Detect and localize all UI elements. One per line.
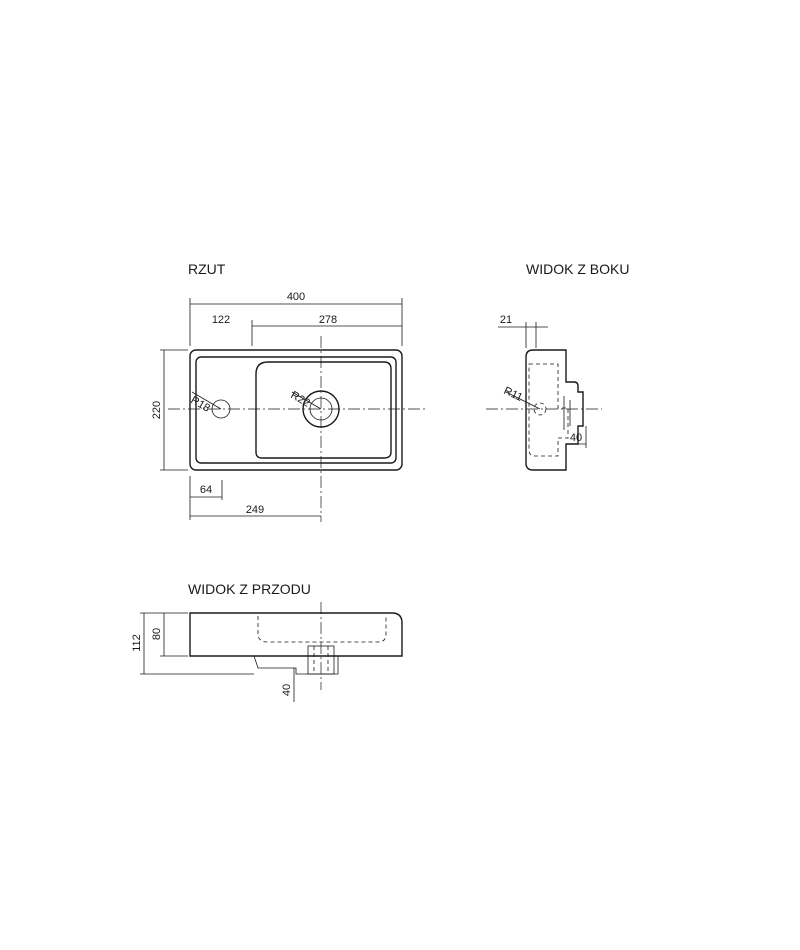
dim-112-label: 112 xyxy=(131,634,143,652)
dim-122-label: 122 xyxy=(212,314,230,326)
r22-label: R22 xyxy=(289,389,312,409)
dim-249-label: 249 xyxy=(246,504,264,516)
r11-label: R11 xyxy=(502,385,525,404)
dim-220-label: 220 xyxy=(151,401,163,419)
plan-outer-outline xyxy=(189,349,403,471)
front-bowl-bottom xyxy=(253,655,339,675)
front-hidden-basin xyxy=(257,616,387,643)
r18-label: R18 xyxy=(189,394,212,414)
plan-basin-outline xyxy=(255,361,392,459)
front-outer-outline xyxy=(189,612,403,657)
dim-side-40-label: 40 xyxy=(570,432,582,444)
r11-leader xyxy=(505,391,541,410)
side-hidden-basin xyxy=(528,363,569,457)
dim-front-40-label: 40 xyxy=(281,684,293,696)
r18-leader xyxy=(191,391,222,410)
side-outer-outline xyxy=(525,349,584,471)
plan-view: RZUT R18 R22 400 122 278 220 xyxy=(151,261,428,522)
dim-80-label: 80 xyxy=(151,628,163,640)
r22-leader xyxy=(291,391,322,410)
front-view-title: WIDOK Z PRZODU xyxy=(188,581,311,597)
dim-400-label: 400 xyxy=(287,291,305,303)
dim-64-label: 64 xyxy=(200,484,212,496)
side-view-title: WIDOK Z BOKU xyxy=(526,261,629,277)
front-view: WIDOK Z PRZODU 112 80 40 xyxy=(131,581,403,702)
dim-278-label: 278 xyxy=(319,314,337,326)
plan-inner-rim xyxy=(195,356,397,464)
plan-view-title: RZUT xyxy=(188,261,226,277)
dim-21-label: 21 xyxy=(500,314,512,326)
side-view: WIDOK Z BOKU R11 21 40 xyxy=(486,261,629,471)
